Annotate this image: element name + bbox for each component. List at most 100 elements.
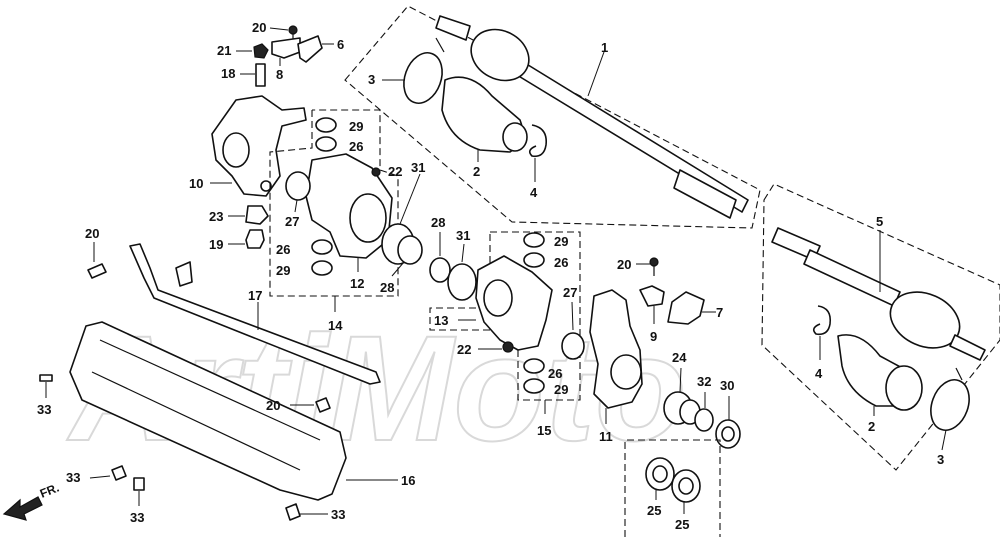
callout-4-lower: 4 (815, 366, 823, 381)
leader-28a (391, 261, 405, 277)
boot-clip-4-lower (812, 305, 832, 336)
callout-19: 19 (209, 237, 223, 252)
callout-20-center: 20 (266, 398, 280, 413)
nut-21 (253, 43, 269, 59)
leader-27b (571, 301, 574, 331)
bolt-20-right (649, 257, 659, 267)
driveshaft-lower-frame (761, 183, 1000, 471)
nut-22-upper (371, 167, 381, 177)
callout-31-left: 31 (411, 160, 425, 175)
knuckle-10-group: 10 23 19 (189, 95, 307, 252)
driveshaft-lower-group: 5 4 2 3 (761, 183, 1000, 471)
arm-assembly-14-frame (269, 109, 399, 297)
bushing-29-lower-left (311, 260, 333, 276)
callout-26-a: 26 (349, 139, 363, 154)
callout-20-top: 20 (252, 20, 266, 35)
callout-33-lower: 33 (130, 510, 144, 525)
callout-28-left: 28 (380, 280, 394, 295)
callout-28-right: 28 (431, 215, 445, 230)
boot-2-upper-end (502, 122, 528, 152)
callout-7: 7 (716, 305, 723, 320)
leader-1 (587, 51, 605, 97)
callout-25-left: 25 (647, 503, 661, 518)
callout-2-lower: 2 (868, 419, 875, 434)
callout-3-lower: 3 (937, 452, 944, 467)
leader-33b (89, 475, 111, 479)
leader-31a (399, 173, 421, 225)
callout-24: 24 (672, 350, 687, 365)
callout-27-left: 27 (285, 214, 299, 229)
knuckle-11-group: 11 (589, 289, 643, 444)
callout-15: 15 (537, 423, 551, 438)
callout-4-upper: 4 (530, 185, 538, 200)
driveshaft-lower-outer-joint (889, 291, 961, 349)
snap-ring-31-right (447, 263, 477, 301)
callout-27-right: 27 (563, 285, 577, 300)
cotter-pin-8 (271, 37, 301, 59)
seal-26-lower-left (311, 239, 333, 255)
callout-16: 16 (401, 473, 415, 488)
callout-29-c: 29 (554, 234, 568, 249)
leader-31b (461, 243, 465, 263)
boot-2-lower-end (885, 365, 923, 411)
callout-25-right: 25 (675, 517, 689, 532)
seal-30-bore (721, 426, 735, 442)
callout-33-right: 33 (331, 507, 345, 522)
bearing-28-right (429, 257, 451, 283)
bolt-20-left (87, 263, 107, 279)
upper-hardware-group: 20 21 18 8 6 (217, 20, 344, 87)
front-direction-label: FR. (38, 481, 61, 501)
driveshaft-upper-inner-joint (470, 28, 530, 82)
callout-5: 5 (876, 214, 883, 229)
bolt-20-center (315, 397, 331, 413)
arm-assembly-15-group: 29 26 13 22 26 29 15 28 31 27 (429, 215, 585, 438)
hub-bearing-group: 24 32 30 (663, 350, 741, 449)
driveshaft-upper-frame (344, 5, 761, 229)
bolts-33-group: 33 33 33 33 20 (37, 374, 345, 525)
bracket-hardware-group: 20 9 7 (617, 257, 723, 344)
driveshaft-upper-spline-inner (435, 15, 471, 41)
driveshaft-lower-outer-spline (949, 334, 986, 361)
nut-22-lower (502, 341, 514, 353)
boot-band-3-lower-clip (955, 367, 963, 381)
callout-20-right: 20 (617, 257, 631, 272)
callout-8: 8 (276, 67, 283, 82)
callout-23: 23 (209, 209, 223, 224)
callout-18: 18 (221, 66, 235, 81)
boot-clip-4-upper (528, 124, 548, 158)
callout-22-lower: 22 (457, 342, 471, 357)
lower-arm-12-bore (349, 193, 387, 243)
bolt-33-right (285, 503, 301, 521)
skid-plate-16 (69, 321, 347, 501)
callout-32: 32 (697, 374, 711, 389)
callout-33-left: 33 (37, 402, 51, 417)
bolt-20-top (288, 25, 298, 35)
boot-band-3-upper-clip (435, 37, 445, 53)
bushing-29-upper-right (523, 232, 545, 248)
lower-arm-13 (475, 255, 553, 351)
callout-31-right: 31 (456, 228, 470, 243)
ball-joint-19 (245, 229, 265, 249)
callout-30: 30 (720, 378, 734, 393)
bracket-7 (667, 291, 705, 325)
knuckle-10 (211, 95, 307, 197)
callout-29-a: 29 (349, 119, 363, 134)
callout-10: 10 (189, 176, 203, 191)
bolt-33-lower (133, 477, 145, 491)
tie-rod-17 (129, 243, 381, 385)
boot-band-3-upper (403, 52, 443, 104)
knuckle-10-eye (260, 180, 272, 192)
seal-27-left (285, 171, 311, 201)
callout-3-upper: 3 (368, 72, 375, 87)
bolt-33-left (39, 374, 53, 382)
callout-26-b: 26 (276, 242, 290, 257)
callout-1: 1 (601, 40, 608, 55)
callout-26-c: 26 (554, 255, 568, 270)
bushing-29-lower-right (523, 378, 545, 394)
front-arrow-icon (2, 496, 43, 521)
callout-22-upper: 22 (388, 164, 402, 179)
leader-3b (941, 429, 947, 451)
knuckle-11-bore (610, 354, 642, 390)
